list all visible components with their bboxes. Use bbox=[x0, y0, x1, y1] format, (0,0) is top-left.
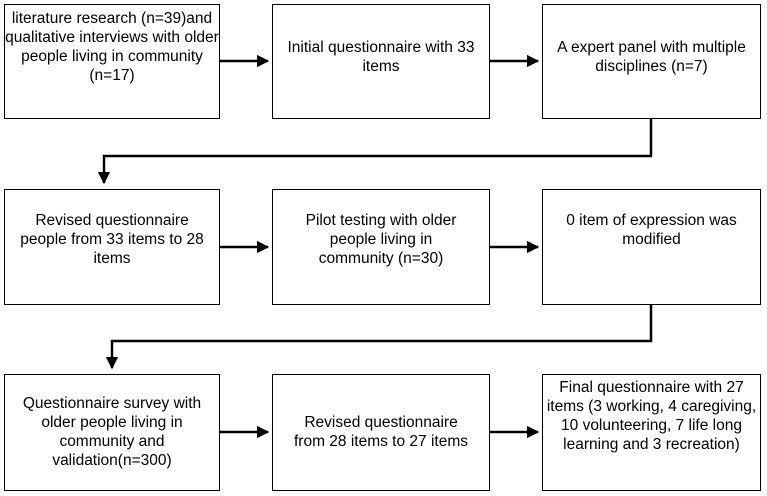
box-pilot-testing-text: Pilot testing with older people living i… bbox=[305, 212, 457, 267]
box-initial-questionnaire: Initial questionnaire with 33 items bbox=[272, 4, 490, 119]
box-questionnaire-survey: Questionnaire survey with older people l… bbox=[4, 374, 220, 491]
box-initial-questionnaire-text: Initial questionnaire with 33 items bbox=[287, 39, 475, 75]
box-final-questionnaire: Final questionnaire with 27 items (3 wor… bbox=[542, 374, 761, 491]
box-revised-questionnaire-27-text: Revised questionnaire from 28 items to 2… bbox=[293, 414, 468, 450]
box-questionnaire-survey-text: Questionnaire survey with older people l… bbox=[22, 395, 202, 469]
box-expert-panel-text: A expert panel with multiple disciplines… bbox=[557, 39, 746, 75]
box-pilot-testing: Pilot testing with older people living i… bbox=[272, 189, 490, 305]
box-final-questionnaire-text: Final questionnaire with 27 items (3 wor… bbox=[546, 379, 757, 453]
box-literature-research-text: literature research (n=39)and qualitativ… bbox=[5, 10, 219, 84]
box-item-modified: 0 item of expression was modified bbox=[542, 189, 761, 305]
arrow-r2-to-r3 bbox=[105, 305, 653, 370]
box-item-modified-text: 0 item of expression was modified bbox=[566, 212, 737, 248]
box-revised-questionnaire-27: Revised questionnaire from 28 items to 2… bbox=[272, 374, 490, 491]
box-expert-panel: A expert panel with multiple disciplines… bbox=[542, 4, 761, 119]
box-revised-questionnaire-28-text: Revised questionnaire people from 33 ite… bbox=[20, 212, 204, 267]
box-revised-questionnaire-28: Revised questionnaire people from 33 ite… bbox=[4, 189, 220, 305]
box-literature-research: literature research (n=39)and qualitativ… bbox=[4, 4, 220, 119]
arrow-r1-to-r2 bbox=[97, 119, 653, 185]
